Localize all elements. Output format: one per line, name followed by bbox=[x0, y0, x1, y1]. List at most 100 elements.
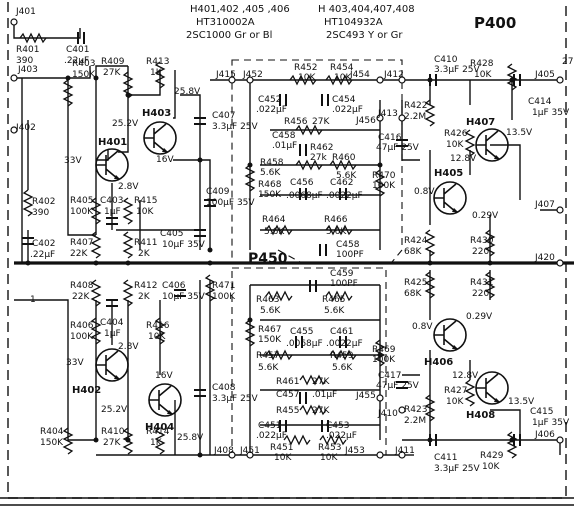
resistor-r405 bbox=[90, 197, 102, 225]
component-value: .022µF bbox=[256, 431, 287, 441]
component-ref: R403 bbox=[72, 59, 95, 69]
jack-terminal bbox=[246, 451, 254, 459]
resistor-r431 bbox=[484, 271, 496, 299]
jack-label: J403 bbox=[17, 65, 38, 75]
edge-right-top: 27 bbox=[562, 57, 573, 67]
component-labels: R401 390 C401 .22µF R403 150K R409 27K R… bbox=[16, 45, 570, 474]
component-ref: R425 bbox=[404, 278, 427, 288]
component-ref: R452 bbox=[294, 63, 317, 73]
transistor-voltage: 0.29V bbox=[472, 211, 499, 221]
resistor-r428 bbox=[506, 63, 518, 91]
capacitor-c461 bbox=[339, 336, 347, 348]
component-value: 10K bbox=[136, 207, 154, 217]
component-ref: C403 bbox=[100, 196, 123, 206]
resistor-r424 bbox=[424, 229, 436, 257]
component-value: 27K bbox=[103, 438, 121, 448]
transistor-ref: H404 bbox=[145, 422, 174, 433]
component-value: 150K bbox=[258, 335, 282, 345]
component-ref: C462 bbox=[330, 178, 353, 188]
jack-label: J415 bbox=[215, 70, 236, 80]
capacitor-c417 bbox=[396, 381, 408, 389]
transistor-voltage: 2.8V bbox=[118, 182, 139, 192]
component-value: 1µF bbox=[104, 207, 121, 217]
component-ref: R407 bbox=[70, 238, 93, 248]
component-ref: R408 bbox=[70, 281, 94, 291]
jack-terminal bbox=[228, 76, 236, 84]
transistor-voltage: 0.8V bbox=[414, 187, 435, 197]
component-value: 150K bbox=[72, 70, 96, 80]
component-ref: C415 bbox=[530, 407, 553, 417]
jack-label: J405 bbox=[534, 70, 555, 80]
component-ref: C452 bbox=[258, 95, 281, 105]
component-ref: R426 bbox=[444, 129, 468, 139]
capacitor-c401 bbox=[77, 32, 85, 44]
component-value: 100K bbox=[70, 332, 94, 342]
component-value: 220 bbox=[472, 247, 489, 257]
resistor-r466 bbox=[325, 224, 353, 236]
resistor-r453 bbox=[319, 434, 347, 446]
capacitor-c453 bbox=[321, 420, 329, 432]
resistor-r455 bbox=[299, 404, 327, 416]
component-value: 47µF 25V bbox=[376, 381, 420, 391]
resistor-r464 bbox=[265, 224, 293, 236]
header-line3-right: 2SC493 Y or Gr bbox=[326, 30, 403, 41]
component-ref: R416 bbox=[146, 321, 170, 331]
resistor-r408 bbox=[90, 279, 102, 307]
jack-terminal bbox=[376, 76, 384, 84]
component-ref: R470 bbox=[372, 171, 396, 181]
header-line3-left: 2SC1000 Gr or Bl bbox=[186, 30, 272, 41]
component-ref: C404 bbox=[100, 318, 124, 328]
component-value: .022µF bbox=[256, 105, 287, 115]
component-ref: R423 bbox=[404, 405, 427, 415]
capacitor-c452 bbox=[279, 94, 287, 106]
transistor-voltage: 16V bbox=[156, 155, 174, 165]
component-ref: R464 bbox=[262, 215, 286, 225]
header-line1-right: H 403,404,407,408 bbox=[318, 4, 415, 15]
jack-terminal bbox=[10, 126, 18, 134]
capacitor-c458b bbox=[319, 244, 327, 256]
component-ref: R461 bbox=[276, 377, 299, 387]
component-value: 22K bbox=[72, 292, 90, 302]
jack-terminal bbox=[556, 436, 564, 444]
component-ref: R469 bbox=[372, 345, 396, 355]
component-ref: R413 bbox=[146, 57, 169, 67]
resistor-r451 bbox=[283, 434, 311, 446]
component-value: .0022µF bbox=[326, 191, 363, 201]
transistor-voltage: 12.8V bbox=[450, 154, 477, 164]
resistor-r409 bbox=[122, 71, 134, 99]
transistor-h404: H404 25.2V 16V 25.8V bbox=[101, 371, 204, 443]
component-ref: R409 bbox=[101, 57, 125, 67]
component-ref: C401 bbox=[66, 45, 89, 55]
component-value: 47µF 25V bbox=[376, 143, 420, 153]
jack-terminal bbox=[556, 206, 564, 214]
transistor-voltage: 13.5V bbox=[508, 397, 535, 407]
component-value: 68K bbox=[404, 247, 422, 257]
component-ref: R415 bbox=[134, 196, 157, 206]
jack-terminal bbox=[556, 76, 564, 84]
resistor-r415 bbox=[122, 197, 134, 225]
transistor-h403: H403 25.2V 16V 25.8V bbox=[112, 87, 201, 165]
transistor-ref: H401 bbox=[98, 137, 127, 148]
resistor-r407 bbox=[90, 231, 102, 259]
component-value: 10µF 35V bbox=[162, 292, 206, 302]
capacitor-c402 bbox=[22, 237, 34, 245]
component-value: 2.2M bbox=[404, 112, 426, 122]
component-value: 390 bbox=[16, 56, 33, 66]
transistor-voltage: 16V bbox=[155, 371, 173, 381]
header-line2-left: HT310002A bbox=[196, 17, 255, 28]
component-ref: C457 bbox=[276, 390, 299, 400]
resistor-r429 bbox=[506, 431, 518, 459]
jack-label: J401 bbox=[15, 7, 36, 17]
junction-dots bbox=[25, 75, 515, 458]
transistor-voltage: 12.8V bbox=[452, 371, 479, 381]
component-ref: R402 bbox=[32, 197, 55, 207]
component-value: 5.6K bbox=[260, 306, 281, 316]
resistor-r454 bbox=[325, 74, 353, 86]
component-value: 1K bbox=[150, 438, 163, 448]
component-value: 27K bbox=[312, 406, 330, 416]
jack-terminal bbox=[246, 76, 254, 84]
resistor-r463 bbox=[265, 290, 293, 302]
jack-terminal bbox=[398, 406, 406, 414]
component-value: 5.6K bbox=[336, 171, 357, 181]
